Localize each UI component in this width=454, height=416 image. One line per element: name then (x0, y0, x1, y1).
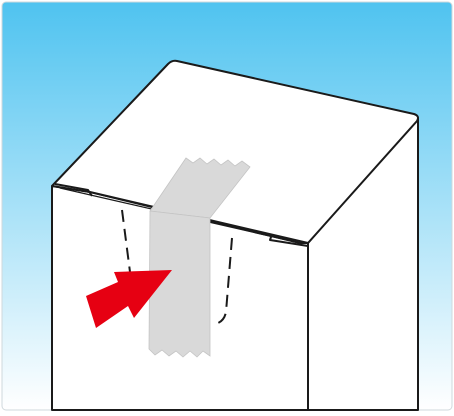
lid-fold-left (54, 183, 93, 197)
tape-on-front (148, 210, 211, 358)
inner-flap-right-dashes (214, 237, 233, 325)
inner-flap-left-dashes (121, 209, 131, 273)
arrow-right-icon (86, 270, 172, 328)
box-top-lid (51, 59, 419, 244)
